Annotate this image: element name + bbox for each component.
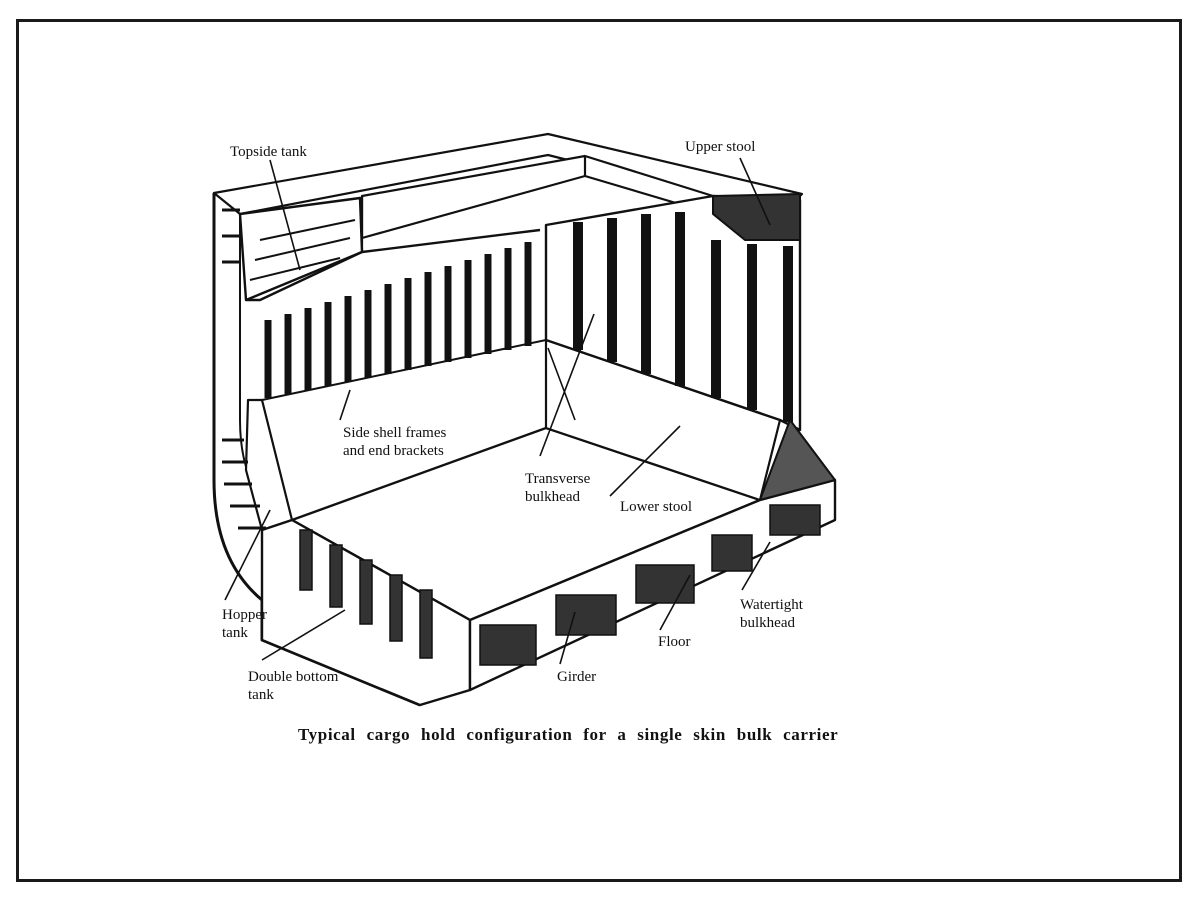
side-shell-frames — [264, 242, 532, 398]
upper-stool — [712, 193, 801, 241]
shell-stiffeners — [222, 208, 266, 530]
label-watertight-bulkhead: Watertight bulkhead — [740, 597, 803, 631]
label-transverse-bulkhead: Transverse bulkhead — [525, 471, 591, 505]
label-floor: Floor — [658, 634, 691, 650]
label-girder: Girder — [557, 669, 597, 685]
bulkhead-corrugations — [573, 212, 793, 422]
watertight-bulkhead-end — [759, 419, 836, 501]
label-side-shell-frames: Side shell frames and end brackets — [343, 425, 447, 459]
label-upper-stool: Upper stool — [685, 139, 756, 155]
label-hopper-tank: Hopper tank — [222, 607, 267, 641]
figure-caption: Typical cargo hold configuration for a s… — [298, 725, 839, 744]
leader-lines — [224, 157, 771, 665]
label-double-bottom-tank: Double bottom tank — [248, 669, 339, 703]
label-topside-tank: Topside tank — [230, 144, 307, 160]
label-lower-stool: Lower stool — [620, 499, 693, 515]
